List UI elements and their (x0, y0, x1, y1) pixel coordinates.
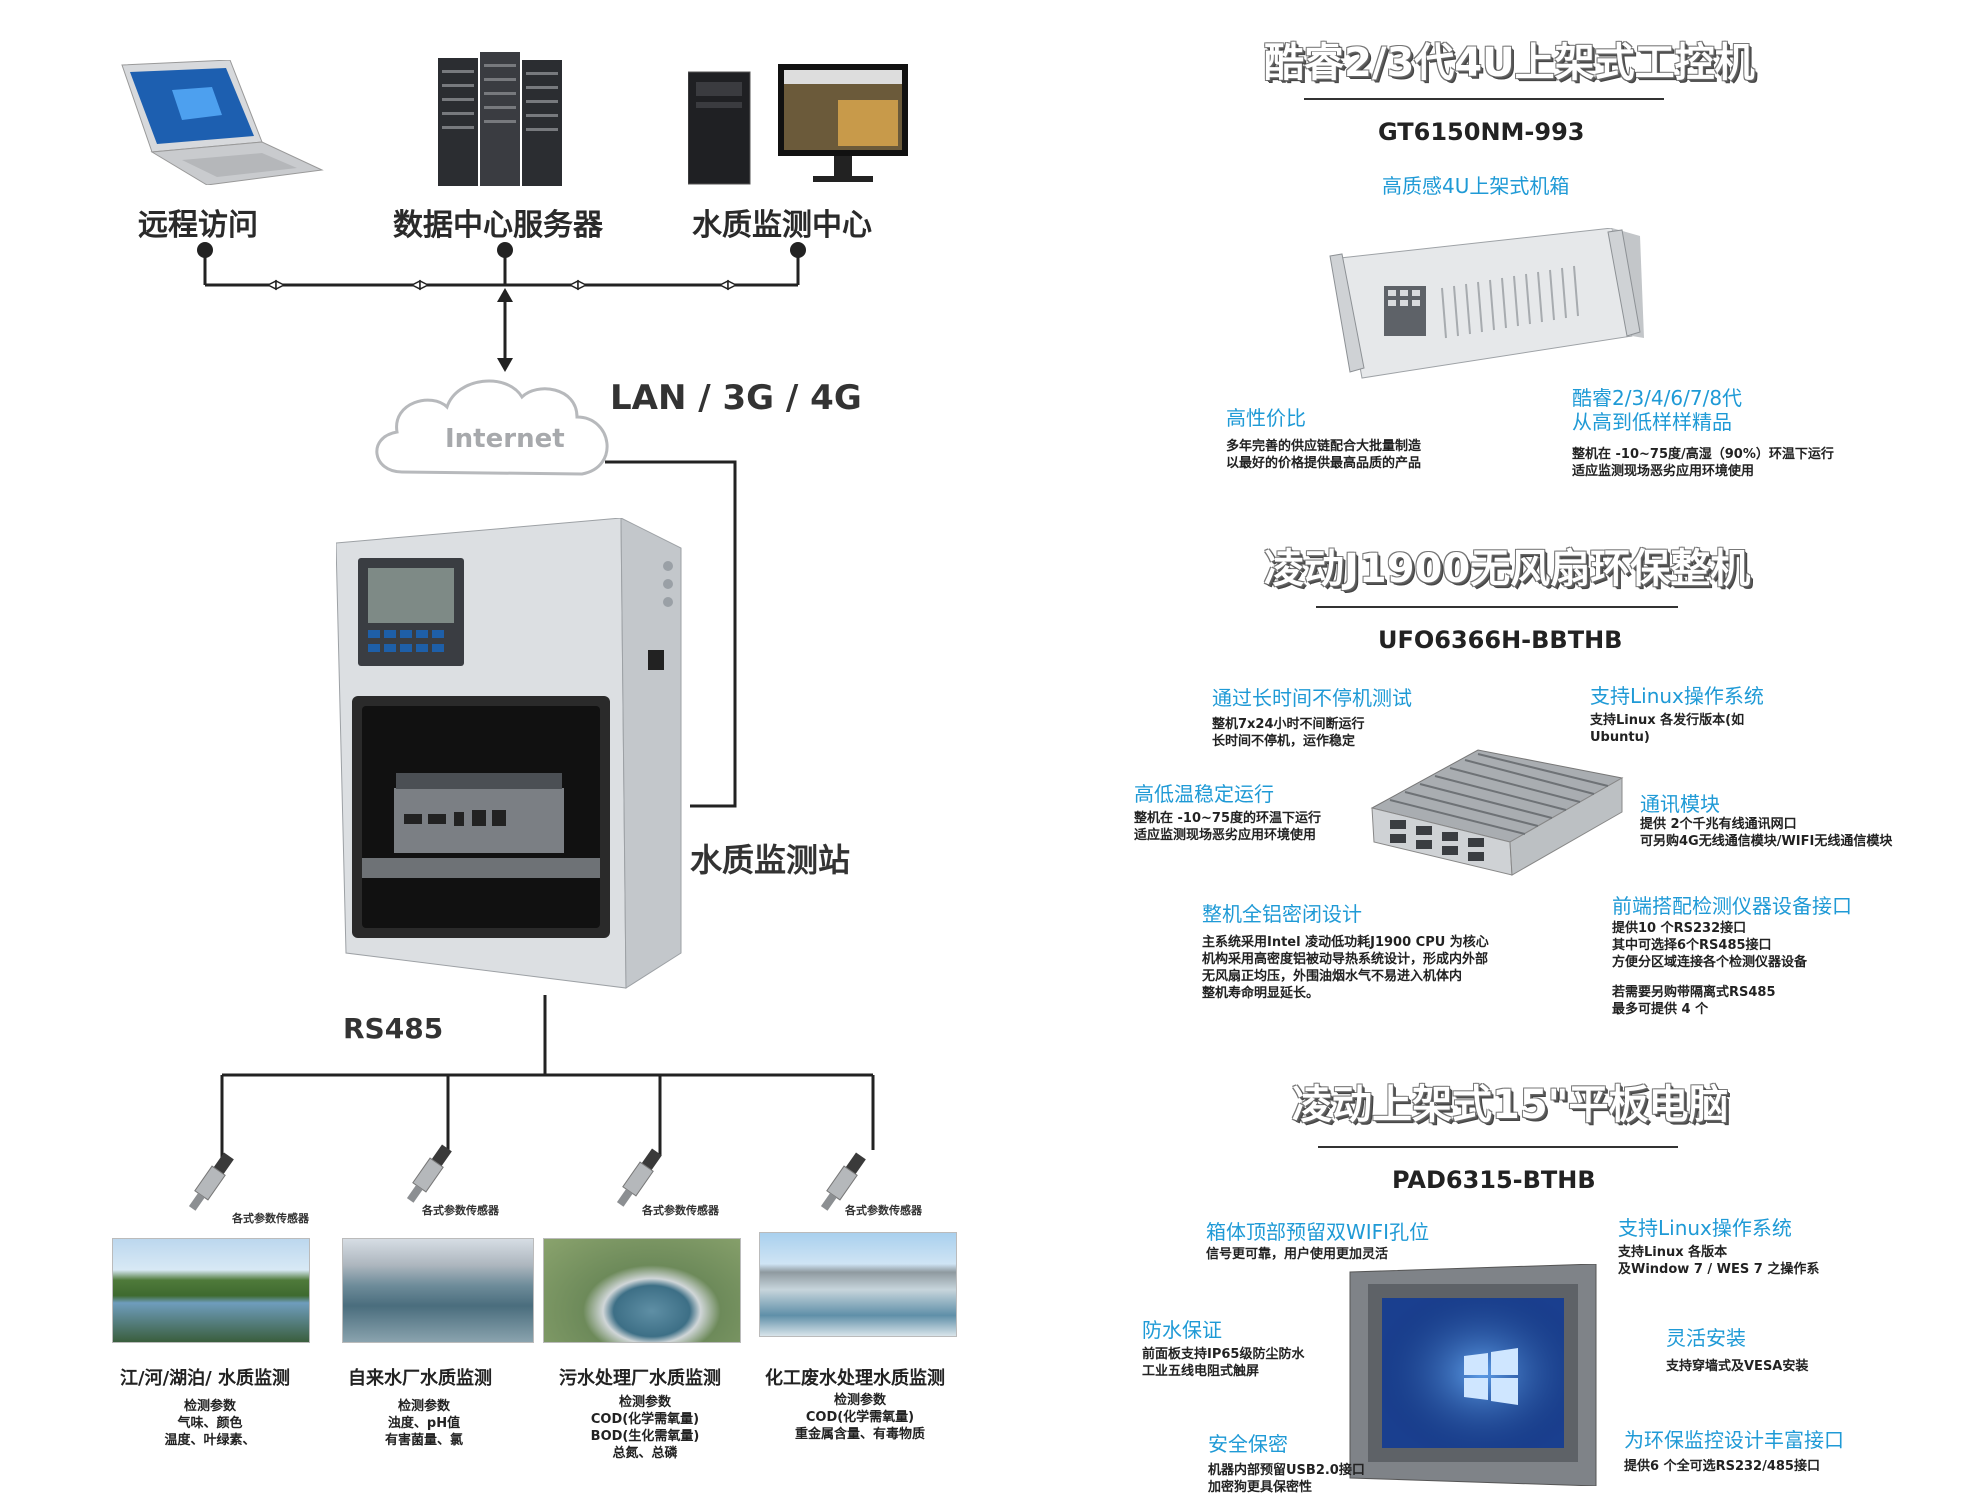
scene-title-4: 化工废水处理水质监测 (765, 1368, 945, 1389)
p1-feature-1-title: 高性价比 (1226, 406, 1306, 430)
internet-label: Internet (445, 424, 565, 454)
product-1-subtitle: 高质感4U上架式机箱 (1382, 174, 1570, 198)
p2-feature-6-desc: 提供10 个RS232接口其中可选择6个RS485接口方便分区域连接各个检测仪器… (1612, 921, 1808, 970)
scene-title-1: 江/河/湖泊/ 水质监测 (120, 1368, 290, 1389)
sensor-label-3: 各式参数传感器 (642, 1204, 719, 1217)
p3-feature-6-desc: 提供6 个全可选RS232/485接口 (1624, 1459, 1820, 1474)
fanless-box-pc-image (1370, 749, 1624, 876)
p2-feature-6-title: 前端搭配检测仪器设备接口 (1612, 894, 1852, 918)
p2-feature-5-title: 整机全铝密闭设计 (1202, 902, 1362, 926)
rack-4u-ipc-image (1329, 228, 1644, 379)
p1-feature-1-desc: 多年完善的供应链配合大批量制造以最好的价格提供最高品质的产品 (1226, 439, 1422, 471)
p3-feature-6-title: 为环保监控设计丰富接口 (1624, 1428, 1844, 1452)
sensor-label-1: 各式参数传感器 (232, 1212, 309, 1225)
p3-feature-1-desc: 信号更可靠，用户使用更加灵活 (1206, 1247, 1389, 1262)
sensor-label-2: 各式参数传感器 (422, 1204, 499, 1217)
p2-feature-4-title: 通讯模块 (1640, 792, 1720, 816)
scene-params-2: 检测参数浊度、pH值有害菌量、氯 (384, 1399, 463, 1448)
internet-cloud-icon (375, 379, 609, 476)
rs485-label: RS485 (343, 1012, 444, 1045)
p1-feature-2-desc: 整机在 -10~75度/高湿（90%）环温下运行适应监测现场恶劣应用环境使用 (1572, 447, 1834, 479)
remote-access-label: 远程访问 (138, 208, 258, 243)
scene-title-3: 污水处理厂水质监测 (559, 1368, 721, 1389)
p3-feature-5-title: 安全保密 (1208, 1432, 1288, 1456)
sensor-icon-4 (820, 1152, 866, 1211)
sensor-icon-2 (406, 1144, 452, 1203)
network-lines (197, 242, 875, 1160)
product-1-divider (1304, 98, 1664, 100)
p2-feature-1-title: 通过长时间不停机测试 (1212, 686, 1412, 710)
p3-feature-4-desc: 支持穿墙式及VESA安装 (1666, 1359, 1809, 1374)
product-2-model: UFO6366H-BBTHB (1378, 626, 1623, 654)
product-1-model: GT6150NM-993 (1378, 118, 1585, 146)
p2-feature-5-desc: 主系统采用Intel 凌动低功耗J1900 CPU 为核心机构采用高密度铝被动导… (1202, 935, 1489, 1001)
product-1-title: 酷睿2/3代4U上架式工控机 (1264, 40, 1755, 86)
product-3-model: PAD6315-BTHB (1392, 1166, 1596, 1194)
panel-pc-image (1349, 1264, 1597, 1486)
monitoring-center-label: 水质监测中心 (692, 208, 872, 243)
p3-feature-3-desc: 前面板支持IP65级防尘防水工业五线电阻式触屏 (1142, 1347, 1305, 1379)
p3-feature-1-title: 箱体顶部预留双WIFI孔位 (1206, 1220, 1430, 1244)
scene-params-1: 检测参数气味、颜色温度、叶绿素、 (164, 1399, 256, 1448)
laptop-icon (121, 60, 324, 185)
p3-feature-4-title: 灵活安装 (1666, 1326, 1746, 1350)
sewage-plant-photo (543, 1238, 741, 1343)
workstation-icon (688, 64, 908, 185)
river-lake-photo (112, 1238, 310, 1343)
station-label: 水质监测站 (690, 841, 851, 879)
p3-feature-2-title: 支持Linux操作系统 (1618, 1216, 1792, 1240)
p2-feature-3-desc: 整机在 -10~75度的环温下运行适应监测现场恶劣应用环境使用 (1134, 811, 1321, 843)
product-2-divider (1316, 606, 1678, 608)
p3-feature-2-desc: 支持Linux 各版本及Window 7 / WES 7 之操作系 (1618, 1245, 1820, 1277)
product-3-title: 凌动上架式15"平板电脑 (1292, 1082, 1729, 1128)
server-rack-icon (438, 52, 562, 186)
sensor-icon-3 (616, 1148, 662, 1207)
product-2-title: 凌动J1900无风扇环保整机 (1264, 546, 1751, 592)
sensor-icon-1 (188, 1152, 234, 1211)
p3-feature-3-title: 防水保证 (1142, 1318, 1222, 1342)
product-3-divider (1318, 1146, 1678, 1148)
monitoring-station-cabinet (336, 518, 682, 989)
p2-feature-1-desc: 整机7x24小时不间断运行长时间不停机，运作稳定 (1212, 717, 1365, 749)
chemical-wastewater-photo (759, 1232, 957, 1337)
lan-3g-4g-label: LAN / 3G / 4G (610, 378, 862, 418)
datacenter-server-label: 数据中心服务器 (393, 208, 603, 243)
scene-title-2: 自来水厂水质监测 (348, 1368, 492, 1389)
sensor-label-4: 各式参数传感器 (845, 1204, 922, 1217)
p2-feature-2-title: 支持Linux操作系统 (1590, 684, 1764, 708)
water-plant-photo (342, 1238, 534, 1343)
p1-feature-2-title: 酷睿2/3/4/6/7/8代从高到低样样精品 (1572, 386, 1743, 434)
p2-feature-3-title: 高低温稳定运行 (1134, 782, 1274, 806)
p2-feature-4-desc: 提供 2个千兆有线通讯网口可另购4G无线通信模块/WIFI无线通信模块 (1640, 817, 1893, 849)
p3-feature-5-desc: 机器内部预留USB2.0接口加密狗更具保密性 (1208, 1463, 1365, 1495)
